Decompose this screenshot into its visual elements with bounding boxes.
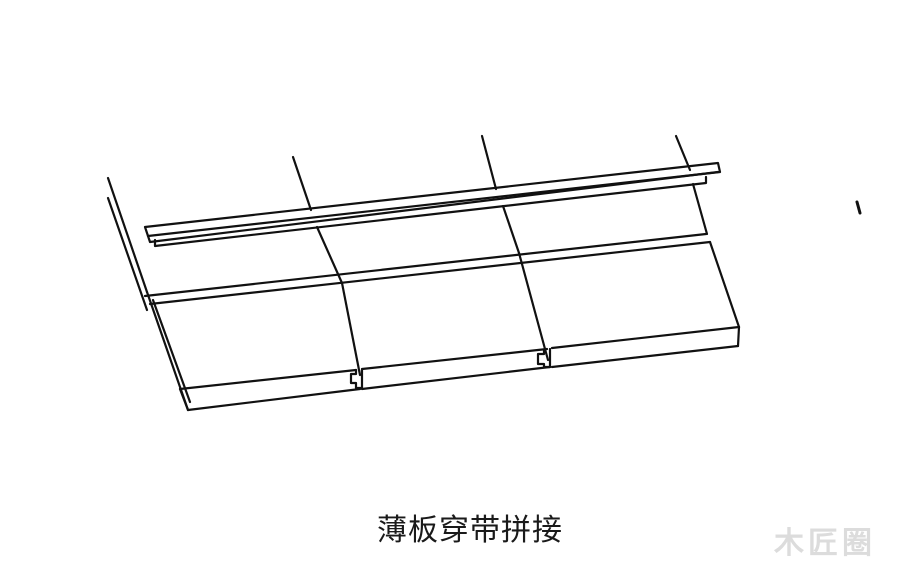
board-seams (291, 134, 741, 377)
batten-strip (143, 161, 722, 248)
groove-channel (143, 232, 712, 306)
dovetail-joints (349, 347, 552, 390)
diagram-caption: 薄板穿带拼接 (377, 513, 563, 548)
watermark: 木匠圈 (774, 526, 876, 561)
board-front-top-edge (178, 325, 741, 391)
board-front-bottom-edge (178, 325, 741, 412)
left-board-edge (106, 176, 192, 412)
stray-mark (855, 200, 862, 215)
